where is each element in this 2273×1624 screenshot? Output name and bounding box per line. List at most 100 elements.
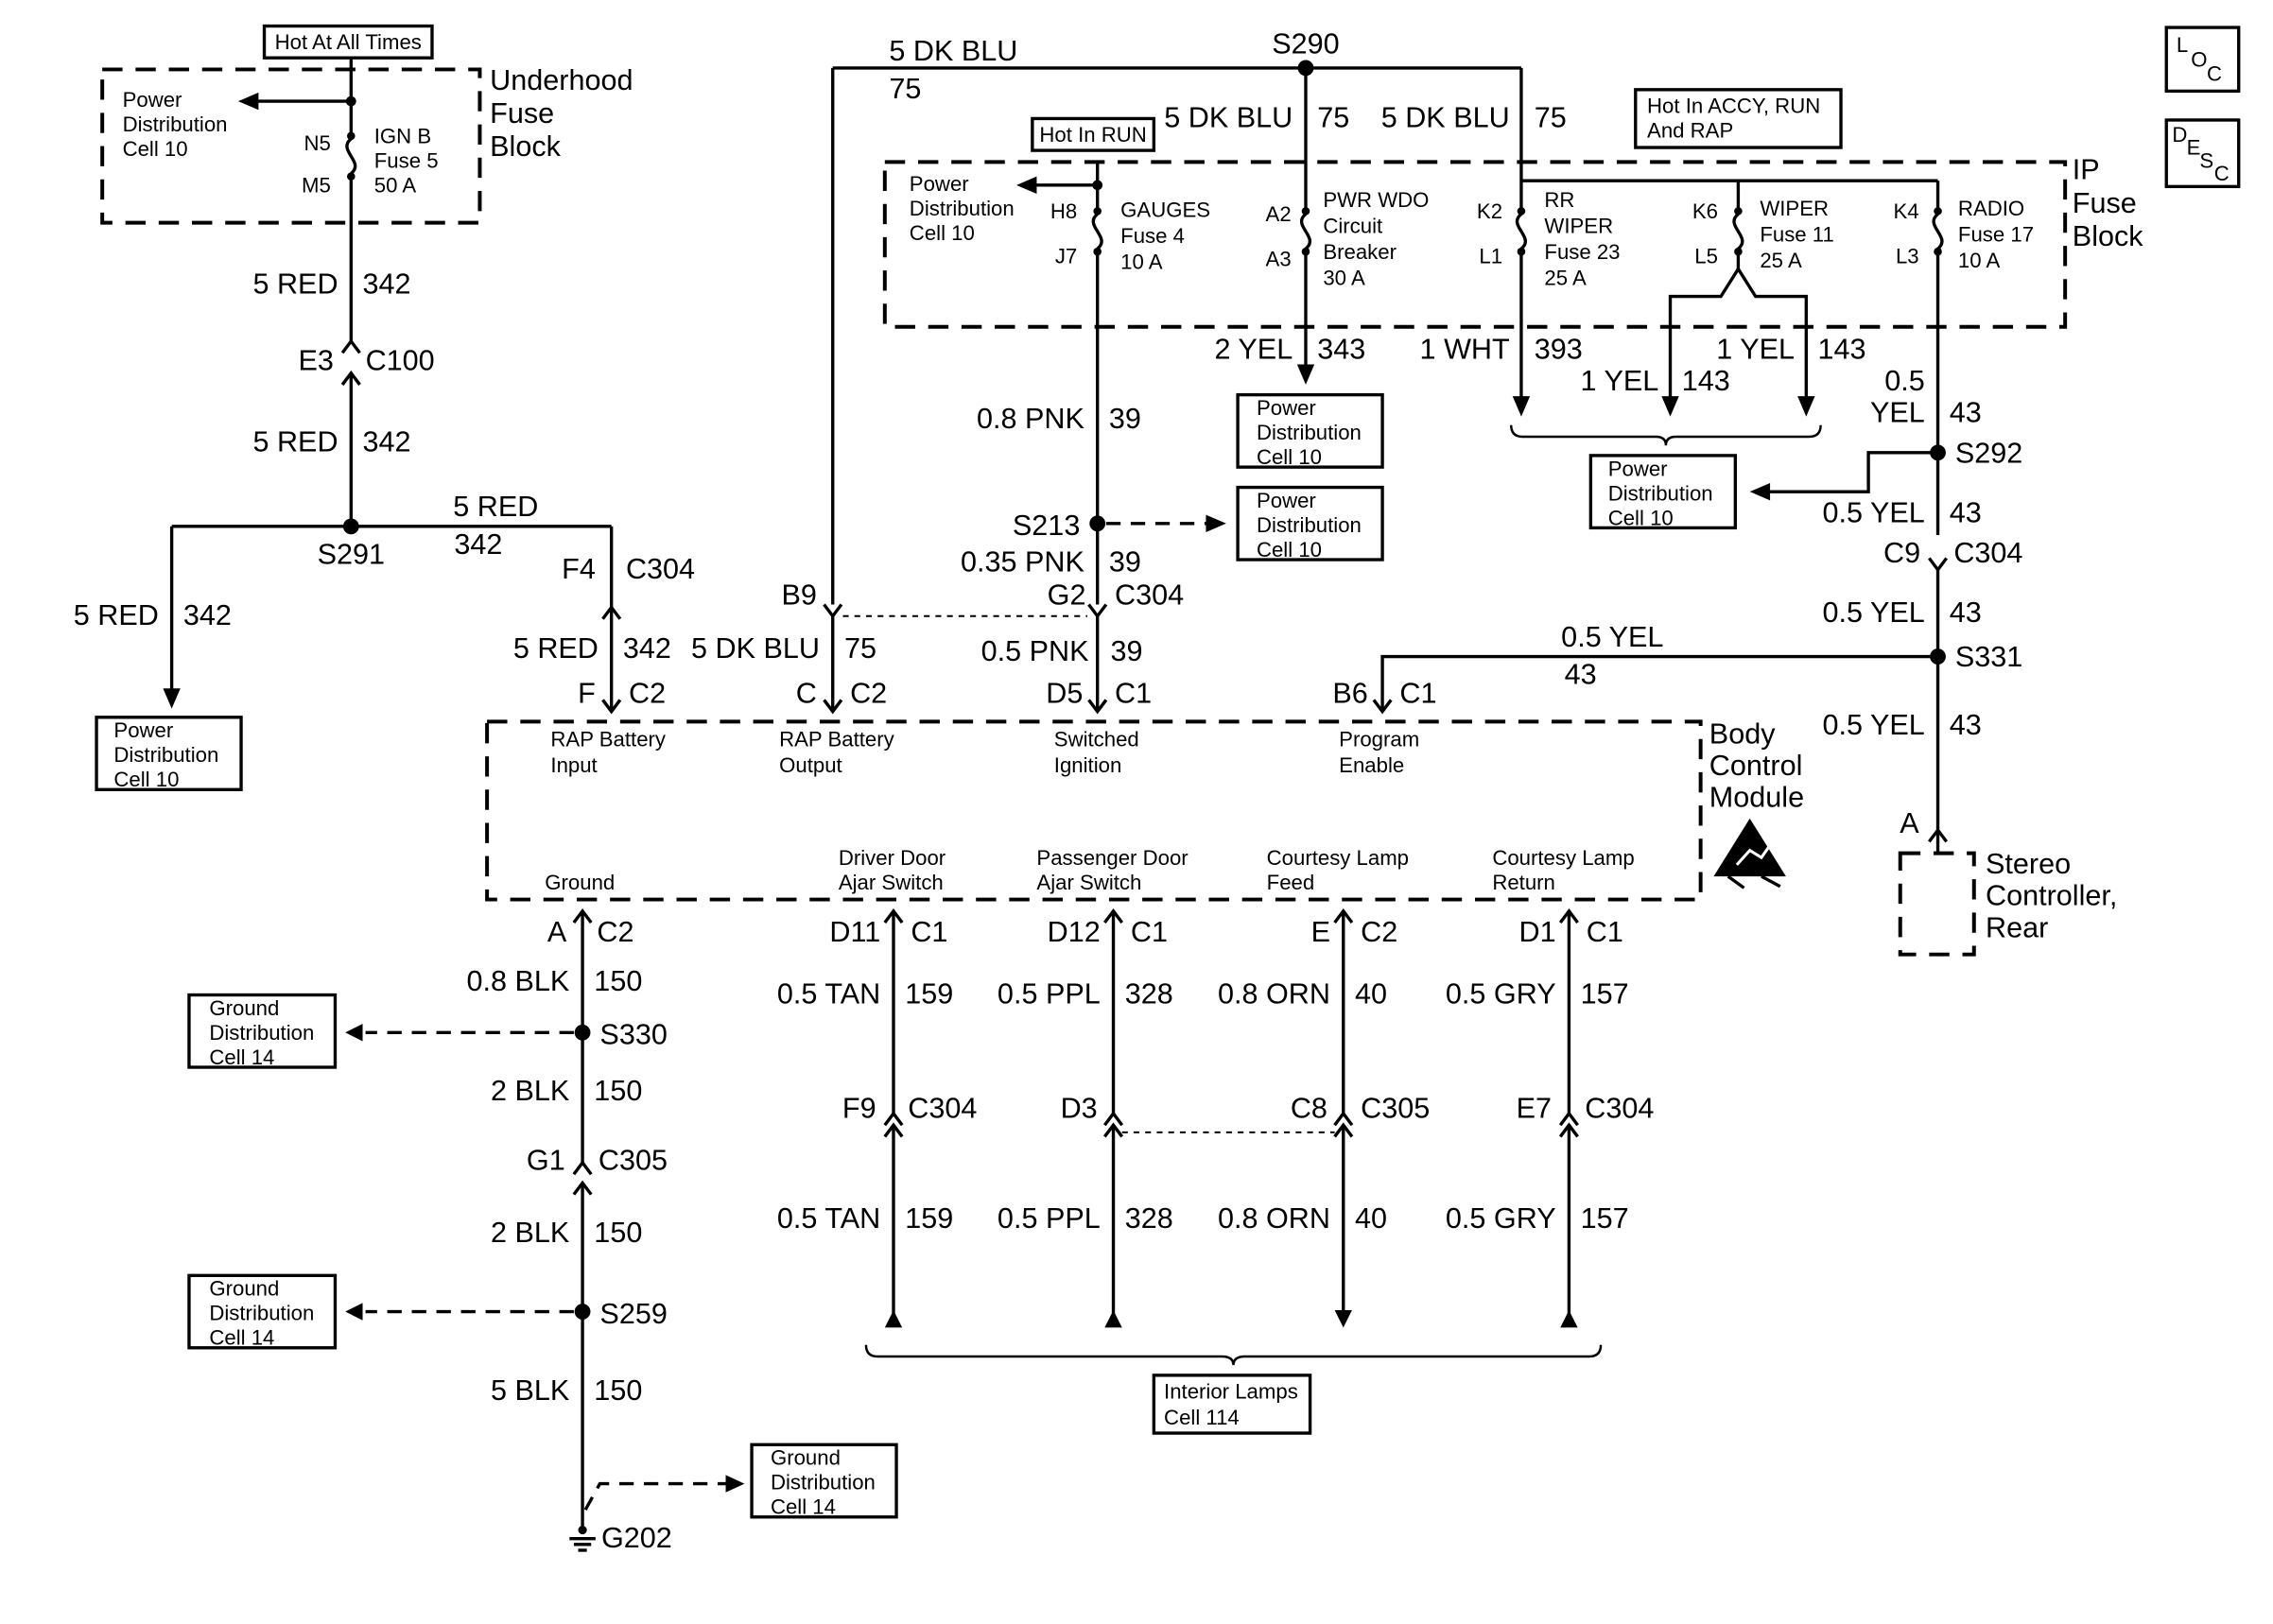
- svg-text:O: O: [2191, 47, 2207, 71]
- svg-text:Distribution: Distribution: [113, 743, 218, 767]
- svg-text:Fuse 5: Fuse 5: [374, 148, 439, 172]
- svg-text:75: 75: [1535, 102, 1567, 134]
- svg-text:Power: Power: [1257, 489, 1316, 512]
- svg-text:342: 342: [183, 599, 232, 631]
- ip-fuse-block-outline: [882, 160, 2068, 329]
- svg-text:Fuse: Fuse: [490, 97, 554, 130]
- svg-text:GAUGES: GAUGES: [1120, 198, 1210, 221]
- svg-text:43: 43: [1950, 496, 1982, 528]
- svg-text:0.8 ORN: 0.8 ORN: [1218, 1202, 1330, 1235]
- svg-text:S290: S290: [1272, 28, 1339, 60]
- svg-text:C: C: [2214, 162, 2230, 185]
- svg-text:C304: C304: [1585, 1093, 1654, 1125]
- underhood-fuse-block-label: Underhood Fuse Block: [490, 64, 633, 163]
- svg-text:25 A: 25 A: [1544, 266, 1587, 289]
- svg-text:0.5 PNK: 0.5 PNK: [981, 635, 1089, 667]
- ground-g202: G202: [569, 1475, 745, 1554]
- svg-text:43: 43: [1565, 659, 1597, 691]
- svg-text:0.5 YEL: 0.5 YEL: [1823, 596, 1925, 629]
- desc-icon: D E S C: [2164, 118, 2241, 189]
- ip-pdc-ref: Power Distribution Cell 10: [910, 172, 1098, 245]
- wire-red-342-upper: 5 RED 342: [252, 268, 410, 301]
- svg-text:0.5 GRY: 0.5 GRY: [1446, 978, 1556, 1011]
- svg-text:143: 143: [1682, 365, 1730, 397]
- wire-gry-157-a: 0.5 GRY 157: [1446, 978, 1629, 1011]
- esd-warning-icon: [1713, 818, 1786, 890]
- svg-text:K2: K2: [1477, 199, 1502, 223]
- wire-red-342-lower: 5 RED 342: [252, 425, 410, 458]
- svg-text:WIPER: WIPER: [1760, 197, 1829, 220]
- svg-text:F: F: [578, 677, 596, 709]
- svg-text:157: 157: [1581, 978, 1629, 1011]
- wire-red-342-horizontal: 5 RED 342: [453, 491, 538, 561]
- svg-text:S292: S292: [1955, 438, 2022, 470]
- svg-text:Cell 10: Cell 10: [123, 137, 188, 161]
- svg-text:159: 159: [905, 978, 953, 1011]
- splice-s292: S292: [1749, 438, 2022, 501]
- svg-text:M5: M5: [302, 173, 331, 197]
- svg-text:G202: G202: [601, 1522, 672, 1554]
- svg-text:328: 328: [1125, 1202, 1173, 1235]
- svg-text:Ground: Ground: [209, 1277, 279, 1301]
- wire-yel-43-stereo: 0.5 YEL 43: [1823, 709, 1982, 741]
- wire-orn-40-a: 0.8 ORN 40: [1218, 978, 1387, 1011]
- svg-text:43: 43: [1950, 709, 1982, 741]
- svg-text:S259: S259: [599, 1298, 667, 1330]
- svg-text:E3: E3: [299, 345, 334, 377]
- svg-text:C100: C100: [366, 345, 435, 377]
- interior-lamps-bracket: [864, 1344, 1603, 1366]
- svg-text:Driver Door: Driver Door: [839, 846, 946, 870]
- svg-text:RAP Battery: RAP Battery: [779, 727, 895, 751]
- svg-text:D3: D3: [1061, 1093, 1098, 1125]
- wire-yel-343: 2 YEL 343: [1214, 333, 1365, 365]
- bcm-bottom-connectors: A C2 D11 C1 D12 C1 E C2 D1 C1: [547, 907, 1623, 948]
- svg-text:Output: Output: [779, 753, 842, 777]
- svg-text:157: 157: [1581, 1202, 1629, 1235]
- svg-text:150: 150: [594, 965, 642, 997]
- svg-text:C8: C8: [1291, 1093, 1327, 1125]
- svg-text:150: 150: [594, 1374, 642, 1407]
- svg-text:D5: D5: [1046, 677, 1083, 709]
- svg-text:E: E: [2187, 136, 2201, 160]
- wire-orn-40-b: 0.8 ORN 40: [1218, 1202, 1387, 1235]
- wipers-bracket: [1510, 424, 1822, 446]
- svg-text:0.8 ORN: 0.8 ORN: [1218, 978, 1330, 1011]
- wire-blk-150-c: 2 BLK 150: [491, 1217, 642, 1249]
- svg-text:0.8 BLK: 0.8 BLK: [466, 965, 569, 997]
- svg-text:39: 39: [1109, 545, 1141, 578]
- svg-text:0.5 YEL: 0.5 YEL: [1823, 709, 1925, 741]
- svg-text:Distribution: Distribution: [1257, 421, 1362, 444]
- wire-red-342-c2: 5 RED 342: [513, 632, 671, 665]
- svg-text:Distribution: Distribution: [1608, 481, 1713, 505]
- svg-text:C1: C1: [1399, 677, 1436, 709]
- svg-text:0.5: 0.5: [1884, 365, 1925, 397]
- svg-text:0.5 TAN: 0.5 TAN: [777, 1202, 880, 1235]
- svg-text:Distribution: Distribution: [209, 1021, 314, 1045]
- svg-text:A2: A2: [1266, 202, 1292, 226]
- svg-text:75: 75: [1317, 102, 1349, 134]
- svg-text:B9: B9: [782, 579, 817, 611]
- wire-pnk-39-upper: 0.8 PNK 39: [977, 403, 1141, 435]
- svg-text:Fuse 23: Fuse 23: [1544, 240, 1620, 264]
- svg-text:Controller,: Controller,: [1986, 880, 2117, 912]
- svg-text:C304: C304: [1953, 537, 2022, 569]
- svg-text:Cell 114: Cell 114: [1164, 1406, 1240, 1429]
- svg-text:Body: Body: [1709, 717, 1776, 750]
- wire-tan-159-a: 0.5 TAN 159: [777, 978, 953, 1011]
- svg-text:150: 150: [594, 1075, 642, 1107]
- svg-text:S291: S291: [318, 539, 385, 571]
- svg-text:C1: C1: [1587, 916, 1623, 948]
- svg-text:K4: K4: [1894, 199, 1919, 223]
- svg-text:Fuse: Fuse: [2073, 187, 2137, 219]
- fuse-ign-b: N5 M5 IGN B Fuse 5 50 A: [302, 58, 439, 342]
- svg-text:143: 143: [1818, 333, 1866, 365]
- svg-text:D11: D11: [829, 916, 880, 948]
- svg-text:10 A: 10 A: [1120, 251, 1163, 274]
- svg-text:Block: Block: [2073, 220, 2143, 252]
- wire-red-342-left: 5 RED 342: [74, 599, 232, 631]
- svg-text:S330: S330: [599, 1019, 667, 1051]
- svg-text:Fuse 17: Fuse 17: [1958, 222, 2034, 246]
- pdc-ref-wipers: Power Distribution Cell 10: [1588, 454, 1738, 529]
- splice-s330: S330: [345, 1019, 668, 1051]
